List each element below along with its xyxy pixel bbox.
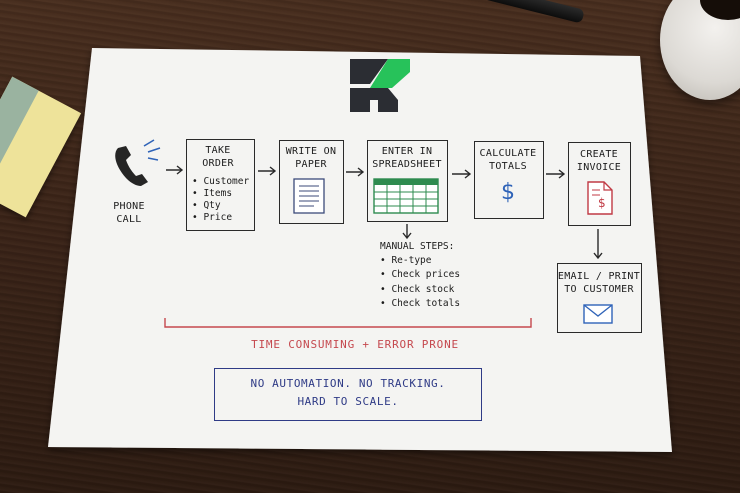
note-box xyxy=(214,368,482,421)
manual-steps-heading: MANUAL STEPS: xyxy=(380,241,455,252)
totals-title-1: CALCULATE xyxy=(479,148,537,159)
take-order-title-1: TAKE xyxy=(205,145,231,156)
brand-logo xyxy=(350,59,410,112)
manual-step-item: • Re-type xyxy=(380,255,432,266)
invoice-icon xyxy=(587,181,613,215)
email-title-1: EMAIL / PRINT xyxy=(557,271,641,282)
manual-step-item: • Check totals xyxy=(380,298,461,309)
spreadsheet-title-1: ENTER IN xyxy=(381,146,433,157)
email-box xyxy=(557,263,642,333)
write-paper-title-2: PAPER xyxy=(295,159,327,170)
totals-title-2: TOTALS xyxy=(489,161,527,172)
invoice-title-2: INVOICE xyxy=(576,162,622,173)
manual-step-item: • Check prices xyxy=(380,269,461,280)
document-icon xyxy=(293,178,325,214)
phone-label-1: PHONE xyxy=(113,201,145,212)
take-order-item: • Customer xyxy=(192,176,250,187)
note-line-2: HARD TO SCALE. xyxy=(297,395,399,408)
take-order-item: • Items xyxy=(192,188,233,199)
email-title-2: TO CUSTOMER xyxy=(564,284,634,295)
take-order-item: • Qty xyxy=(192,200,221,211)
take-order-title-2: ORDER xyxy=(202,158,234,169)
phone-icon xyxy=(115,139,161,186)
manual-step-item: • Check stock xyxy=(380,284,455,295)
totals-box xyxy=(474,141,544,219)
write-paper-box xyxy=(279,140,344,224)
invoice-dollar: $ xyxy=(598,196,606,210)
warning-text: TIME CONSUMING + ERROR PRONE xyxy=(251,338,459,351)
invoice-title-1: CREATE xyxy=(580,149,618,160)
write-paper-title-1: WRITE ON xyxy=(285,146,337,157)
envelope-icon xyxy=(583,304,613,324)
invoice-box xyxy=(568,142,631,226)
spreadsheet-box xyxy=(367,140,448,222)
take-order-item: • Price xyxy=(192,212,233,223)
dollar-icon: $ xyxy=(501,180,515,205)
note-line-1: NO AUTOMATION. NO TRACKING. xyxy=(250,377,446,390)
spreadsheet-title-2: SPREADSHEET xyxy=(372,159,442,170)
take-order-box xyxy=(186,139,255,231)
phone-label-2: CALL xyxy=(116,214,142,225)
spreadsheet-icon xyxy=(373,178,439,214)
